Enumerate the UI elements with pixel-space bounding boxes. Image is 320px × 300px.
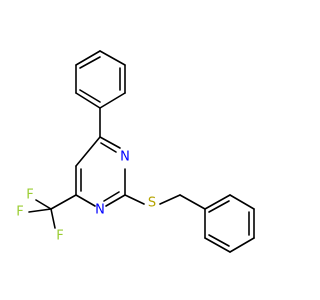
bond-benzyl-5-inner bbox=[208, 234, 230, 247]
bond-benzyl-1-inner bbox=[208, 200, 230, 213]
molecule-svg: N N S F F F bbox=[16, 50, 255, 253]
atom-n3-label: N bbox=[95, 203, 105, 218]
bond-c6-n1-inner bbox=[100, 142, 117, 153]
bond-c2-n3 bbox=[105, 194, 126, 207]
bond-phenyl-top-1 bbox=[99, 50, 126, 66]
bond-s-ch2 bbox=[159, 194, 181, 205]
bond-n3-c4 bbox=[75, 194, 96, 207]
atom-label-layer: N N S F F F bbox=[16, 150, 156, 244]
bond-benzyl-5 bbox=[204, 237, 231, 253]
bond-phenyl-top-6 bbox=[75, 50, 101, 66]
bond-cf3-f2 bbox=[28, 208, 52, 213]
bond-phenyl-top-4-inner bbox=[79, 89, 101, 103]
atom-n1-label: N bbox=[120, 150, 130, 165]
bond-c6-n1 bbox=[99, 136, 121, 149]
bond-cf3-f3 bbox=[50, 208, 56, 229]
atom-f3-label: F bbox=[56, 229, 63, 244]
bond-benzyl-2 bbox=[229, 194, 255, 210]
bond-benzyl-4 bbox=[229, 237, 255, 253]
atom-f1-label: F bbox=[26, 188, 33, 203]
bond-phenyl-top-6-inner bbox=[79, 56, 101, 69]
bond-c2-s bbox=[124, 194, 145, 205]
bond-layer bbox=[28, 50, 255, 253]
atom-f2-label: F bbox=[16, 205, 23, 220]
bond-ch2-benzyl bbox=[179, 194, 206, 210]
atom-s-label: S bbox=[148, 196, 156, 211]
bond-c2-n3-inner bbox=[103, 191, 120, 202]
bond-c4-cf3 bbox=[50, 194, 77, 210]
molecule-diagram: N N S F F F bbox=[16, 50, 255, 253]
bond-benzyl-1 bbox=[204, 194, 231, 210]
bond-phenyl-top-4 bbox=[75, 92, 101, 109]
bond-phenyl-top-3 bbox=[99, 92, 126, 109]
bond-c5-c6 bbox=[75, 136, 101, 167]
bond-cf3-f1 bbox=[35, 199, 52, 210]
